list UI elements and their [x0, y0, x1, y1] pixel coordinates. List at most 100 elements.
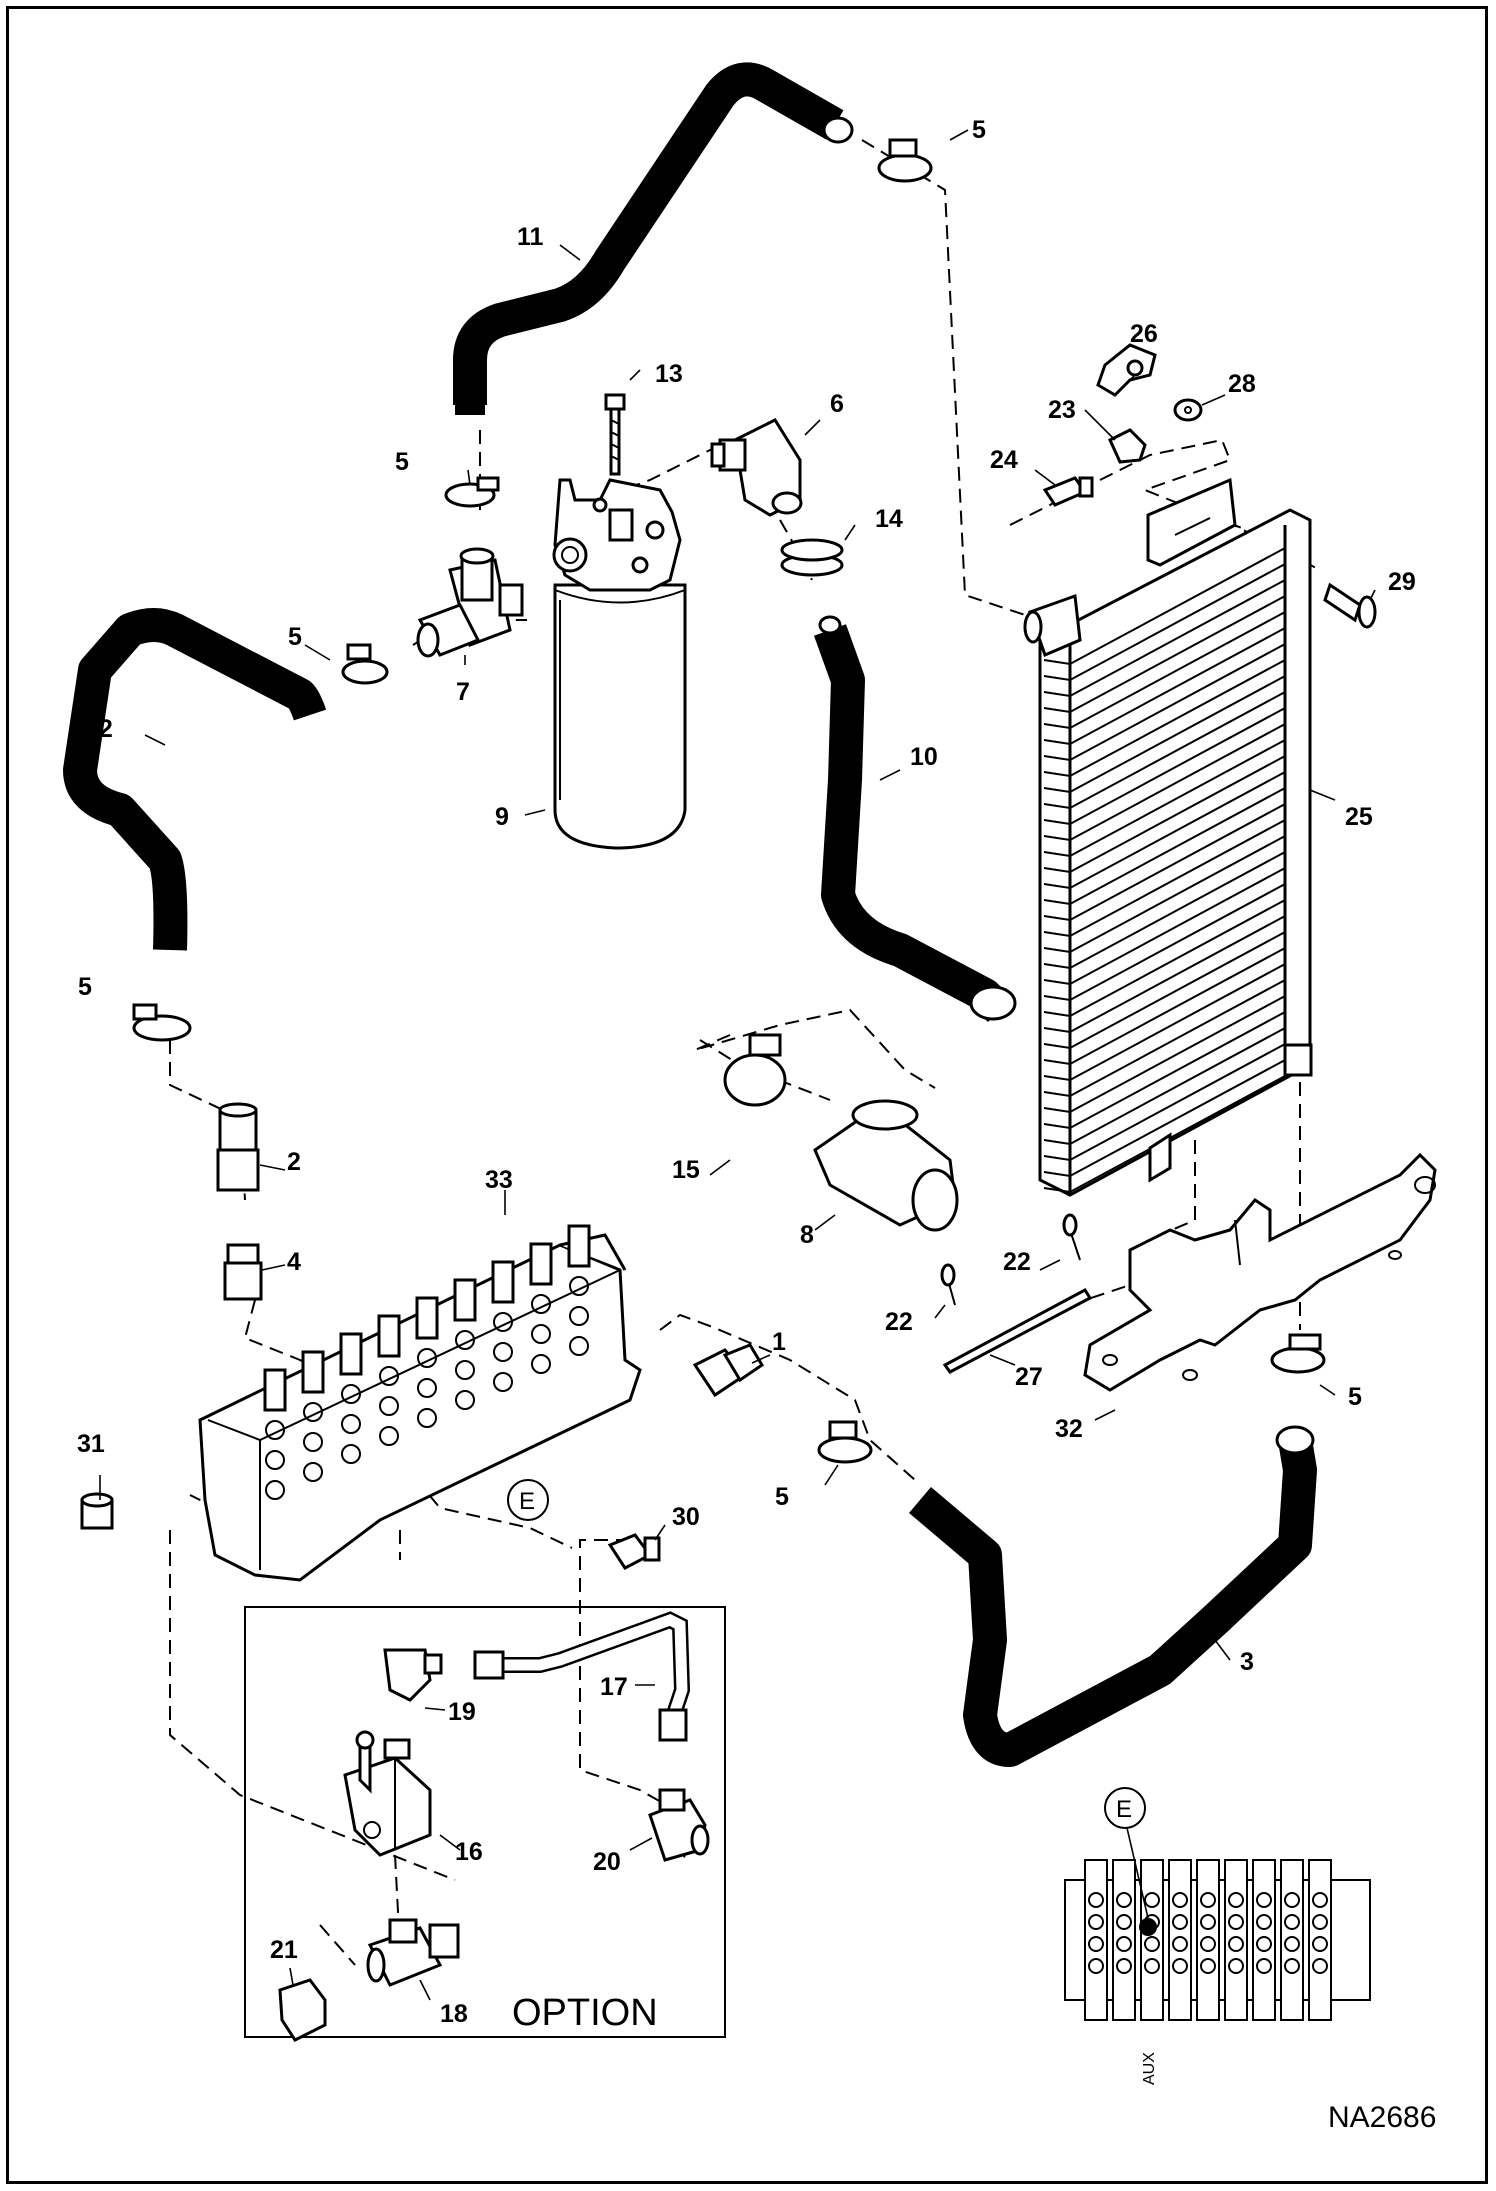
cooler-fin	[1043, 627, 1286, 746]
option-label: OPTION	[512, 1992, 658, 2034]
drawing-code: NA2686	[1328, 2101, 1436, 2134]
valve-port	[417, 1348, 437, 1368]
valve-port	[417, 1378, 437, 1398]
oil-cooler-25	[1023, 477, 1313, 1197]
inset-valve-port	[1200, 1936, 1216, 1952]
hose-10	[814, 615, 1017, 1023]
detail-marker-e-text: E	[519, 1488, 535, 1515]
valve-port	[265, 1420, 285, 1440]
cooler-fin	[1043, 547, 1286, 666]
valve-spool-cap	[491, 1260, 515, 1304]
valve-port	[341, 1414, 361, 1434]
valve-port	[341, 1384, 361, 1404]
cooler-fin	[1043, 883, 1286, 1002]
callout-26: 26	[1130, 320, 1158, 348]
tee-8	[813, 1099, 959, 1232]
inset-valve-port	[1088, 1892, 1104, 1908]
valve-spool-cap	[377, 1314, 401, 1358]
callout-11: 11	[517, 223, 544, 251]
callout-13: 13	[655, 360, 683, 388]
valve-16	[343, 1730, 432, 1857]
valve-port	[569, 1276, 589, 1296]
callout-5: 5	[395, 448, 409, 476]
callout-9: 9	[495, 803, 509, 831]
valve-port	[303, 1462, 323, 1482]
detail-marker-e	[507, 1479, 549, 1521]
callout-12: 12	[85, 715, 113, 743]
washer-28	[1173, 398, 1203, 422]
cooler-fin	[1043, 787, 1286, 906]
valve-port	[303, 1402, 323, 1422]
bracket-32	[1083, 1152, 1437, 1392]
valve-port	[379, 1426, 399, 1446]
fitting-4	[223, 1243, 263, 1301]
inset-valve-port	[1284, 1892, 1300, 1908]
inset-valve-port	[1312, 1936, 1328, 1952]
valve-port	[531, 1324, 551, 1344]
fitting-30	[607, 1533, 661, 1570]
valve-port	[379, 1366, 399, 1386]
inset-valve-port	[1284, 1914, 1300, 1930]
cooler-fin	[1043, 579, 1286, 698]
callout-2: 2	[287, 1148, 301, 1176]
cooler-fin	[1043, 611, 1286, 730]
callout-10: 10	[910, 743, 938, 771]
inset-valve-port	[1144, 1936, 1160, 1952]
callout-6: 6	[830, 390, 844, 418]
callout-5: 5	[78, 973, 92, 1001]
plug-31	[80, 1492, 114, 1530]
inset-valve-port	[1200, 1914, 1216, 1930]
inset-valve-port	[1228, 1892, 1244, 1908]
inset-valve-port	[1228, 1958, 1244, 1974]
nut-23	[1108, 428, 1147, 464]
cooler-fin	[1043, 563, 1286, 682]
cap-21	[278, 1978, 327, 2042]
cooler-fin	[1043, 867, 1286, 986]
cooler-fin	[1043, 755, 1286, 874]
oil-filter-9	[552, 478, 687, 850]
valve-port	[341, 1444, 361, 1464]
valve-inset	[1064, 1827, 1371, 2021]
inset-valve-section	[1252, 1859, 1276, 2021]
callout-3: 3	[1240, 1648, 1254, 1676]
inset-valve-section	[1140, 1859, 1164, 2021]
clamp-5-top	[877, 138, 933, 183]
inset-valve-section	[1196, 1859, 1220, 2021]
cooler-fin	[1043, 995, 1286, 1114]
leader-lines	[99, 129, 1376, 2001]
cooler-fin	[1043, 643, 1286, 762]
clamp-15	[723, 1033, 787, 1107]
callout-32: 32	[1055, 1415, 1083, 1443]
callout-22: 22	[885, 1308, 913, 1336]
clamp-5-low-left	[132, 1003, 192, 1042]
inset-valve-port	[1312, 1892, 1328, 1908]
callout-5: 5	[775, 1483, 789, 1511]
hose-3	[909, 1425, 1317, 1767]
callout-23: 23	[1048, 396, 1076, 424]
inset-valve-section	[1084, 1859, 1108, 2021]
inset-valve-section	[1280, 1859, 1304, 2021]
valve-port	[493, 1372, 513, 1392]
inset-valve-port	[1284, 1936, 1300, 1952]
cooler-fin	[1043, 803, 1286, 922]
clamp-14	[780, 538, 844, 577]
cooler-fin	[1043, 707, 1286, 826]
bolt-13	[604, 393, 626, 476]
valve-spool-cap	[263, 1368, 287, 1412]
inset-valve-port	[1228, 1936, 1244, 1952]
callout-25: 25	[1345, 803, 1373, 831]
inset-valve-section	[1168, 1859, 1192, 2021]
inset-valve-port	[1116, 1914, 1132, 1930]
callout-33: 33	[485, 1166, 513, 1194]
clamp-5-right	[1270, 1333, 1326, 1374]
callout-7: 7	[456, 678, 470, 706]
cooler-fin	[1043, 931, 1286, 1050]
valve-port	[569, 1306, 589, 1326]
callout-5: 5	[288, 623, 302, 651]
valve-port	[379, 1396, 399, 1416]
valve-port	[455, 1360, 475, 1380]
line-17	[473, 1611, 691, 1742]
tee-fitting-7	[416, 547, 524, 658]
callout-17: 17	[600, 1673, 628, 1701]
